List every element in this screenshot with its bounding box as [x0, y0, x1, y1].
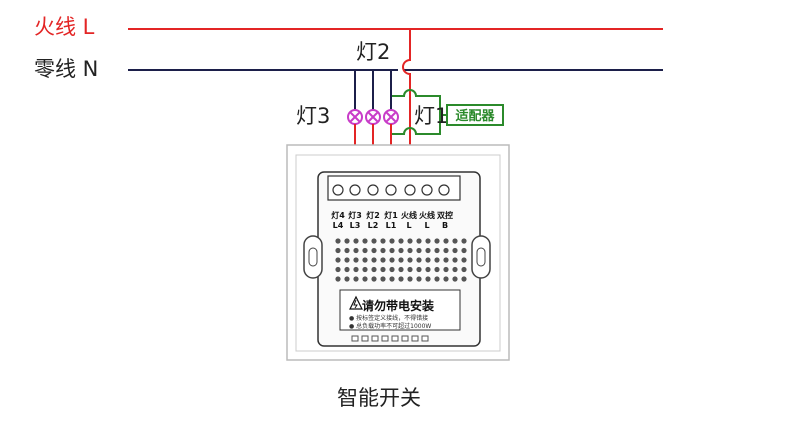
lamp-3-label: 灯3	[296, 104, 331, 128]
lamp-symbol-1	[383, 109, 399, 125]
vent-holes	[335, 238, 467, 282]
lamp-1-label: 灯1	[414, 104, 449, 128]
lamp-symbol-3	[347, 109, 363, 125]
bottom-connector	[351, 335, 429, 342]
warning-label-box	[339, 289, 461, 331]
lamp-2-label: 灯2	[356, 40, 391, 64]
warning-line-2: ● 总负载功率不可超过1000W	[349, 323, 432, 330]
caption: 智能开关	[337, 386, 421, 410]
lamp-symbol-2	[365, 109, 381, 125]
warning-line-1: ● 按标签定义接线，不得错接	[349, 315, 429, 322]
warning-icon	[349, 295, 363, 310]
live-drop	[402, 29, 411, 175]
neutral-wire-label: 零线 N	[34, 57, 99, 81]
lamp-neutral-drops	[354, 70, 392, 110]
adapter-label: 适配器	[446, 104, 504, 126]
live-wire-label: 火线 L	[34, 15, 95, 39]
warning-title: 请勿带电安装	[362, 299, 435, 313]
terminal-screws	[332, 184, 450, 196]
